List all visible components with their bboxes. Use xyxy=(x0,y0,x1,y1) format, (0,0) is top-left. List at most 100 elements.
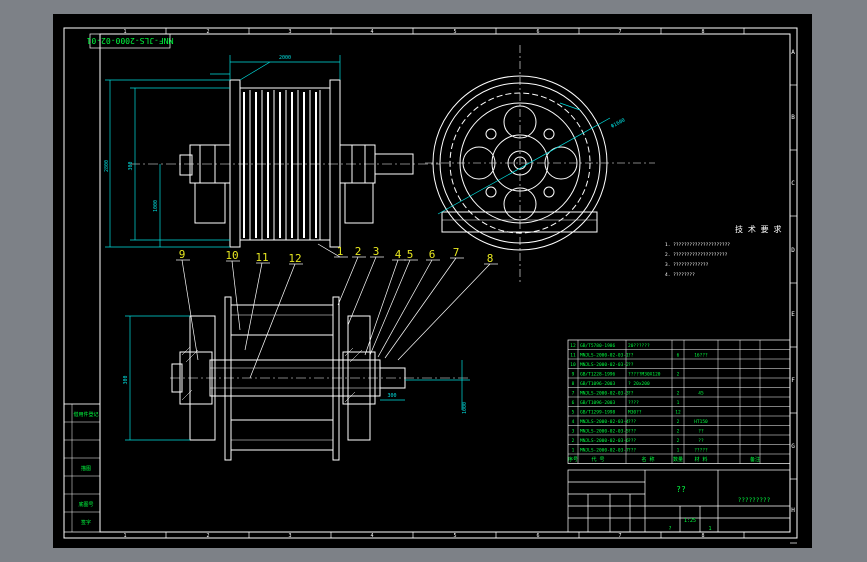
row-letter: F xyxy=(791,377,795,384)
inner-frame xyxy=(99,33,791,533)
bom-cell: MNJLS-2000-02-03-4 xyxy=(580,419,629,425)
bom-cell: ?? xyxy=(628,353,634,359)
dim-bottom-left: 300 xyxy=(123,375,129,384)
bom-header: 材 料 xyxy=(694,456,707,463)
bom-cell: 2 xyxy=(677,419,680,425)
balloon-11: 11 xyxy=(255,251,268,264)
row-letter: B xyxy=(791,114,795,121)
bom-cell: 7 xyxy=(572,391,575,397)
bom-cell: MNJLS-2000-02-03-7 xyxy=(580,448,629,454)
balloon-7: 7 xyxy=(453,246,460,259)
bom-cell: 6 xyxy=(677,353,680,359)
bom-cell: 1 xyxy=(677,448,680,454)
main-title: ?? xyxy=(676,485,686,494)
bom-cell: GB/T1096-2003 xyxy=(580,400,616,406)
col-number-top: 2 xyxy=(206,29,209,35)
bom-cell: ??? xyxy=(628,438,636,444)
bom-cell: ??? xyxy=(628,429,636,435)
title-block xyxy=(567,469,791,533)
bom-cell: MNJLS-2000-02-03-3 xyxy=(580,391,629,397)
row-letter: G xyxy=(791,443,795,450)
balloon-leaders xyxy=(176,243,498,379)
bom-cell: 12 xyxy=(570,343,576,349)
outer-frame xyxy=(63,27,798,539)
bom-cell: 9 xyxy=(572,372,575,378)
balloon-8: 8 xyxy=(487,252,494,265)
dim-bottom-shaft: 300 xyxy=(387,393,396,399)
sheet-number: 1 xyxy=(708,526,711,532)
bom-cell: ?? xyxy=(698,438,704,444)
grid-ticks xyxy=(165,28,797,544)
bom-header: 代 号 xyxy=(591,456,604,463)
bom-cell: M30?? xyxy=(628,410,642,416)
tech-requirements-title: 技 术 要 求 xyxy=(735,224,781,234)
bom-header: 备注 xyxy=(750,456,760,463)
bom-cell: ??? xyxy=(628,419,636,425)
bom-cell: ????? xyxy=(694,448,708,454)
left-strip-cell: 签字 xyxy=(81,519,91,526)
dim-side-small: 1000 xyxy=(153,200,159,212)
bom-cell: 2 xyxy=(677,372,680,378)
bom-header: 名 称 xyxy=(641,456,654,463)
side-view xyxy=(425,45,655,285)
bom-cell: MNJLS-2000-02-03-1 xyxy=(580,353,629,359)
weight: ? xyxy=(668,526,671,532)
balloon-3: 3 xyxy=(373,245,380,258)
bom-cell: 45 xyxy=(698,391,704,397)
col-number-top: 5 xyxy=(453,29,456,35)
tech-notes: 1. ????????????????????? 2. ?????????????… xyxy=(665,242,730,278)
dim-circle-diameter: Φ1600 xyxy=(610,117,626,129)
col-number-top: 4 xyxy=(370,29,373,35)
bom-cell: 11 xyxy=(570,353,576,359)
balloon-9: 9 xyxy=(179,248,186,261)
drawing-sheet xyxy=(53,14,812,548)
balloon-10: 10 xyxy=(225,249,238,262)
dim-side-height: 300 xyxy=(128,161,134,170)
bom-cell: 2 xyxy=(677,391,680,397)
bom-cell: 2 xyxy=(572,438,575,444)
bom-cell: 5 xyxy=(572,410,575,416)
left-strip-cell: 底图号 xyxy=(78,501,93,508)
col-number-bottom: 1 xyxy=(123,533,126,539)
bom-cell: 1 xyxy=(677,400,680,406)
front-dimensions xyxy=(105,55,341,248)
scale: 1:25 xyxy=(684,518,696,524)
tech-note: 2. ???????????????????? xyxy=(665,252,728,258)
title-stamp-box xyxy=(89,33,171,49)
bom-cell: GB/T1096-2003 xyxy=(580,381,616,387)
tech-note: 1. ????????????????????? xyxy=(665,242,730,248)
bom-cell: 8 xyxy=(572,381,575,387)
bom-cell: 1 xyxy=(572,448,575,454)
bom-cell: 2 xyxy=(677,438,680,444)
bom-cell: 12 xyxy=(675,410,681,416)
row-letter: H xyxy=(791,507,795,514)
tech-note: 4. ???????? xyxy=(665,272,695,278)
bom-cell: ?????M30X120 xyxy=(628,372,661,378)
col-number-bottom: 3 xyxy=(288,533,291,539)
bom-cell: 6 xyxy=(572,400,575,406)
col-number-bottom: 2 xyxy=(206,533,209,539)
title-stamp: MNF-JLS-2000-02-01 xyxy=(86,36,173,45)
balloon-6: 6 xyxy=(429,248,436,261)
col-number-top: 1 xyxy=(123,29,126,35)
col-number-top: 6 xyxy=(536,29,539,35)
bom-cell: 10 xyxy=(570,362,576,368)
col-number-bottom: 6 xyxy=(536,533,539,539)
col-number-bottom: 8 xyxy=(701,533,704,539)
section-dimensions xyxy=(125,315,470,441)
bom-cell: HT150 xyxy=(694,419,708,425)
bom-cell: ?? xyxy=(698,429,704,435)
bom-header: 数量 xyxy=(673,456,683,463)
bom-header: 序号 xyxy=(568,456,578,463)
side-dimensions xyxy=(437,102,611,215)
bom-cell: 20?????? xyxy=(628,343,650,349)
bom-cell: ?? xyxy=(628,362,634,368)
col-number-top: 8 xyxy=(701,29,704,35)
left-strip-cell: 描图 xyxy=(81,465,91,472)
dim-top-width: 2000 xyxy=(279,55,291,61)
